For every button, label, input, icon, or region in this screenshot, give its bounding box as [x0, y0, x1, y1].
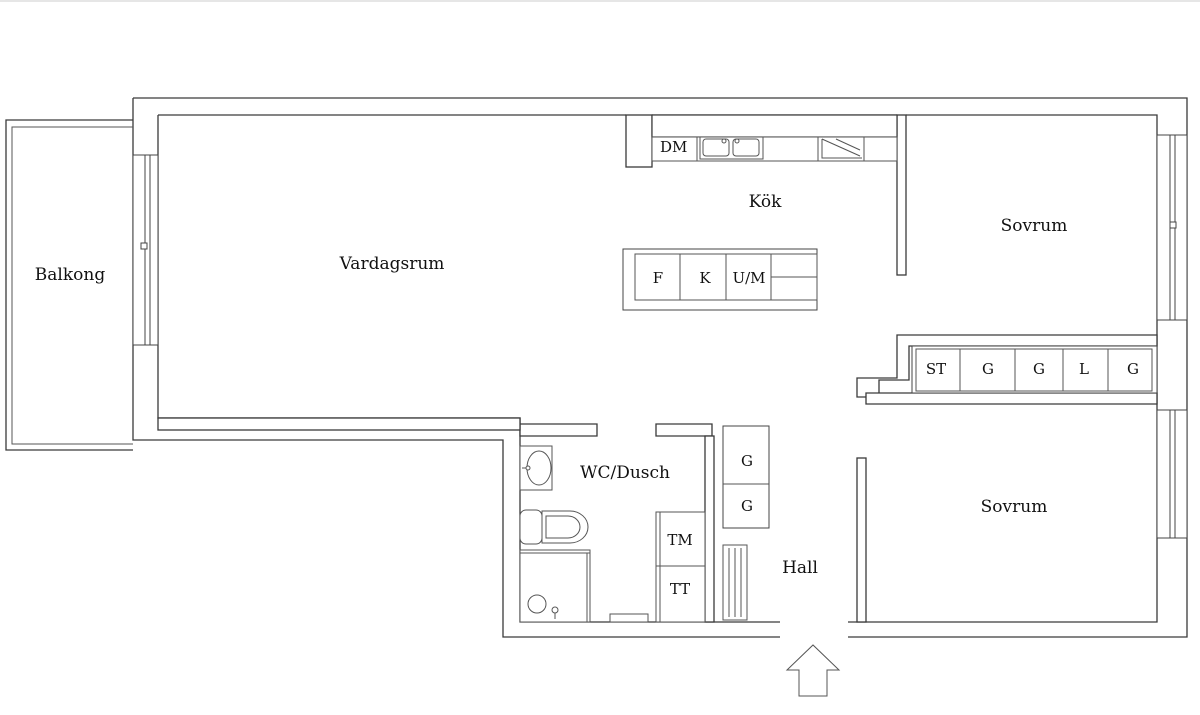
interior-walls — [157, 114, 1158, 623]
wardrobe-label-g1: G — [982, 360, 994, 378]
dryer-label: TT — [670, 580, 690, 598]
room-label-kok: Kök — [749, 192, 782, 212]
floor-drain — [609, 613, 649, 623]
wardrobe-label-l: L — [1079, 360, 1089, 378]
wardrobe-label-g3: G — [1127, 360, 1139, 378]
kitchen-counter — [651, 114, 898, 162]
room-label-hall: Hall — [782, 558, 818, 578]
stove-icon — [821, 138, 862, 159]
wardrobe-label-st: ST — [926, 360, 946, 378]
balcony — [5, 119, 133, 451]
island-label-um: U/M — [732, 269, 765, 287]
bedroom-window-2 — [1156, 409, 1188, 539]
room-label-sovrum-1: Sovrum — [1001, 216, 1068, 236]
hall-closet-label-2: G — [741, 497, 753, 515]
room-label-sovrum-2: Sovrum — [981, 497, 1048, 517]
dishwasher-label: DM — [660, 138, 687, 156]
room-label-vardagsrum: Vardagsrum — [339, 254, 445, 274]
shower-icon — [519, 549, 591, 623]
top-border — [0, 0, 1200, 2]
balcony-door — [132, 154, 159, 346]
toilet-icon — [519, 509, 589, 545]
bedroom-window-1 — [1156, 134, 1188, 321]
laundry-column — [655, 511, 706, 623]
entrance-arrow-icon — [785, 644, 841, 697]
kitchen-sink-icon — [699, 136, 764, 160]
wardrobe-label-g2: G — [1033, 360, 1045, 378]
kitchen-island — [622, 248, 818, 311]
hall-closet-label-1: G — [741, 452, 753, 470]
hall-closets — [722, 425, 770, 529]
hall-radiator — [722, 544, 748, 621]
wardrobe-row — [911, 345, 1158, 394]
island-label-k: K — [699, 269, 711, 287]
washer-label: TM — [667, 531, 692, 549]
room-label-wc-dusch: WC/Dusch — [580, 463, 670, 483]
island-label-f: F — [653, 269, 663, 287]
room-label-balkong: Balkong — [35, 265, 106, 285]
sink-icon — [519, 445, 553, 491]
